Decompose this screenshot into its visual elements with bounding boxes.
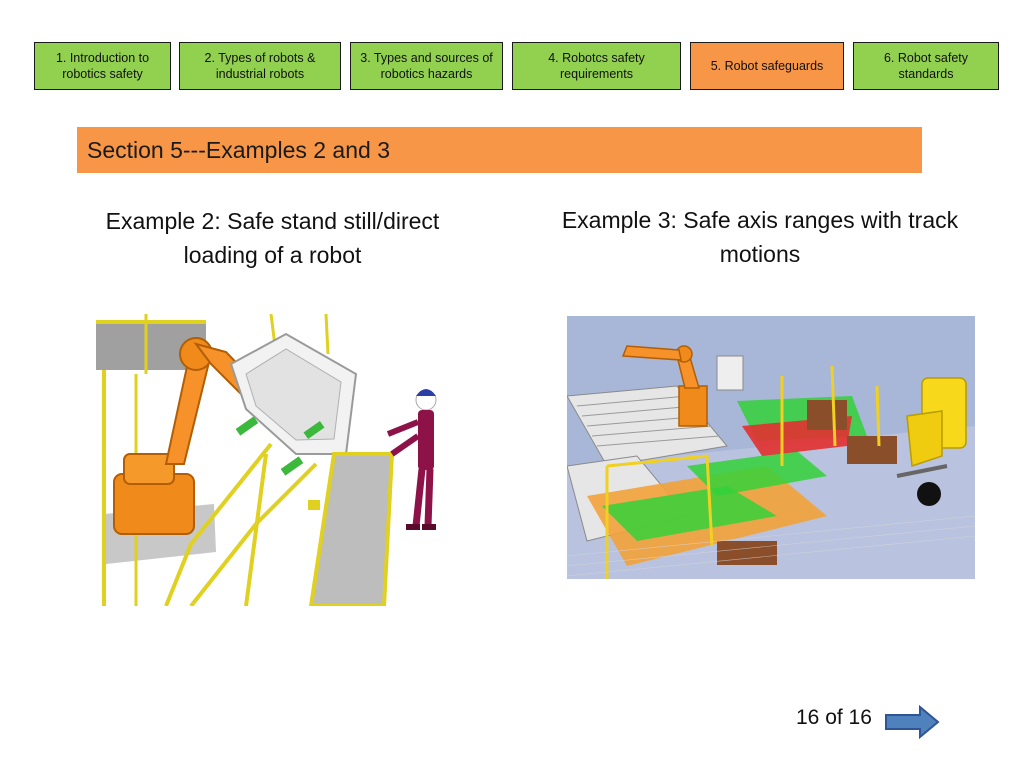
tab-label: 1. Introduction to robotics safety xyxy=(55,51,150,81)
tab-label: 6. Robot safety standards xyxy=(883,51,969,81)
example-3-title: Example 3: Safe axis ranges with track m… xyxy=(561,207,959,267)
tab-label: 5. Robot safeguards xyxy=(710,59,824,73)
tab-introduction[interactable]: 1. Introduction to robotics safety xyxy=(34,42,171,90)
page-number: 16 of 16 xyxy=(796,706,872,729)
tab-safety-standards[interactable]: 6. Robot safety standards xyxy=(853,42,999,90)
robot-track-safe-zones-illustration xyxy=(567,316,975,579)
section-navigation: 1. Introduction to robotics safety 2. Ty… xyxy=(0,0,1024,100)
robot-cell-operator-loading-illustration xyxy=(96,314,448,606)
tab-label: 3. Types and sources of robotics hazards xyxy=(360,51,493,81)
section-title-banner: Section 5---Examples 2 and 3 xyxy=(77,127,922,173)
example-2-title: Example 2: Safe stand still/direct loadi… xyxy=(105,208,440,268)
tab-label: 2. Types of robots & industrial robots xyxy=(204,51,316,81)
tab-types-of-robots[interactable]: 2. Types of robots & industrial robots xyxy=(179,42,341,90)
tab-robot-safeguards[interactable]: 5. Robot safeguards xyxy=(690,42,844,90)
tab-label: 4. Robotcs safety requirements xyxy=(548,51,645,81)
tab-safety-requirements[interactable]: 4. Robotcs safety requirements xyxy=(512,42,681,90)
section-title: Section 5---Examples 2 and 3 xyxy=(87,136,390,163)
right-arrow-icon[interactable] xyxy=(884,705,940,739)
tab-hazards[interactable]: 3. Types and sources of robotics hazards xyxy=(350,42,503,90)
